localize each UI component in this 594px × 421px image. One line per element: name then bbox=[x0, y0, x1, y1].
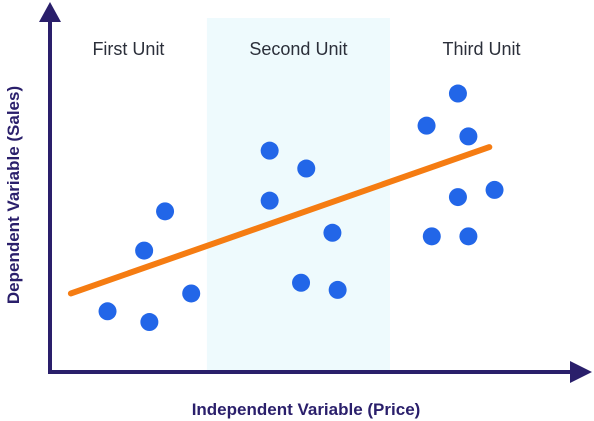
y-axis-arrow-icon bbox=[39, 2, 61, 22]
data-point bbox=[297, 159, 316, 178]
axes bbox=[39, 2, 592, 383]
trendline bbox=[67, 144, 493, 297]
unit-label-third: Third Unit bbox=[442, 39, 520, 59]
data-point bbox=[422, 227, 441, 246]
data-point bbox=[448, 84, 467, 103]
data-point bbox=[260, 141, 279, 160]
data-point bbox=[459, 227, 478, 246]
unit-label-second: Second Unit bbox=[249, 39, 347, 59]
unit-labels: First Unit Second Unit Third Unit bbox=[92, 39, 520, 59]
x-axis-label: Independent Variable (Price) bbox=[192, 400, 421, 419]
data-point bbox=[459, 127, 478, 146]
data-point bbox=[260, 191, 279, 210]
data-point bbox=[140, 313, 159, 332]
data-point bbox=[417, 116, 436, 135]
data-point bbox=[292, 273, 311, 292]
data-point bbox=[328, 280, 347, 299]
data-point bbox=[156, 202, 175, 221]
data-point bbox=[448, 188, 467, 207]
data-point bbox=[182, 284, 201, 303]
data-point bbox=[485, 180, 504, 199]
unit-label-first: First Unit bbox=[92, 39, 164, 59]
data-points bbox=[98, 84, 504, 332]
data-point bbox=[135, 241, 154, 260]
y-axis-label: Dependent Variable (Sales) bbox=[4, 86, 23, 304]
x-axis-arrow-icon bbox=[570, 361, 592, 383]
data-point bbox=[323, 223, 342, 242]
data-point bbox=[98, 302, 117, 321]
second-unit-highlight-band bbox=[206, 18, 390, 372]
